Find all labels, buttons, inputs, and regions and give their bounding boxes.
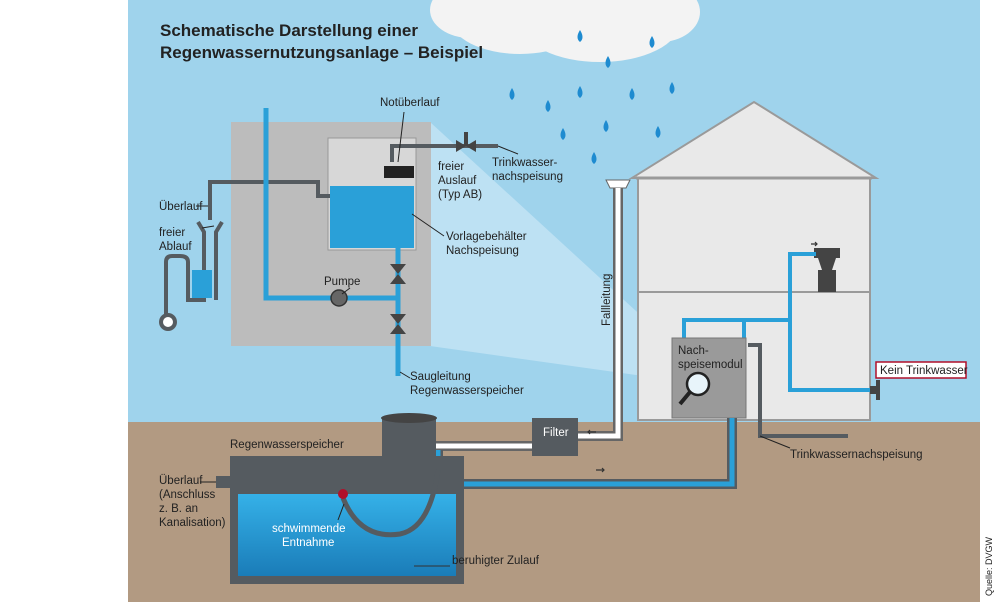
flow-arrow xyxy=(596,467,605,473)
floating-intake-hose xyxy=(340,469,441,538)
label-ueberlauf-bottom-4: Kanalisation) xyxy=(159,517,226,529)
label-ueberlauf-bottom-3: z. B. an xyxy=(159,503,198,515)
label-schwimmende-1: schwimmende xyxy=(272,523,346,535)
kein-trinkwasser-badge xyxy=(875,361,967,379)
air-gap-outlet xyxy=(384,166,414,178)
fallleitung-pipe xyxy=(576,179,631,441)
detail-box xyxy=(231,122,431,346)
nachspeisemodul-box xyxy=(671,337,747,419)
flow-arrow xyxy=(811,241,818,247)
pump-icon xyxy=(330,289,348,307)
label-freier-ablauf-1: freier xyxy=(159,227,185,239)
magnifier-icon xyxy=(678,371,711,406)
title-line-2: Regenwassernutzungsanlage – Beispiel xyxy=(160,43,483,62)
label-beruhigter-zulauf: beruhigter Zulauf xyxy=(452,555,540,567)
overflow-pipe xyxy=(208,180,330,220)
top-valve-icon xyxy=(456,132,476,152)
title-line-1: Schematische Darstellung einer xyxy=(160,21,418,40)
leader-lines xyxy=(196,111,791,521)
label-nachspeisemodul-1: Nach- xyxy=(678,345,709,357)
label-quelle: Quelle: DVGW xyxy=(984,536,994,596)
free-outlet-trap xyxy=(159,220,224,331)
filter-box xyxy=(532,418,578,456)
label-freier-auslauf-2: Auslauf xyxy=(438,175,477,187)
raindrop-icons xyxy=(509,30,675,164)
label-ueberlauf-bottom-1: Überlauf xyxy=(159,475,203,487)
label-vorlagebehaelter-2: Nachspeisung xyxy=(446,245,519,257)
label-nachspeisemodul-2: speisemodul xyxy=(678,359,743,371)
label-ueberlauf-top: Überlauf xyxy=(159,201,203,213)
label-trinkwasser-2: nachspeisung xyxy=(492,171,563,183)
label-freier-auslauf-1: freier xyxy=(438,161,464,173)
label-kein-trinkwasser: Kein Trinkwasser xyxy=(880,365,968,377)
label-vorlagebehaelter-1: Vorlagebehälter xyxy=(446,231,527,243)
cloud-shape xyxy=(430,0,700,62)
label-saugleitung-1: Saugleitung xyxy=(410,371,471,383)
float-ball-icon xyxy=(338,489,348,499)
label-ueberlauf-bottom-2: (Anschluss xyxy=(159,489,215,501)
flow-arrow xyxy=(587,429,596,435)
label-trinkwasser-1: Trinkwasser- xyxy=(492,157,558,169)
label-fallleitung: Fallleitung xyxy=(601,274,613,326)
label-schwimmende-2: Entnahme xyxy=(282,537,334,549)
label-saugleitung-2: Regenwasserspeicher xyxy=(410,385,524,397)
service-water-pipes xyxy=(682,252,874,392)
detail-view-cone xyxy=(430,122,672,380)
label-filter: Filter xyxy=(543,427,569,439)
potable-water-pipe xyxy=(748,343,848,438)
tap-icon xyxy=(870,380,880,400)
label-notueberlauf: Notüberlauf xyxy=(380,97,440,109)
valve-icons xyxy=(390,264,406,334)
label-freier-auslauf-3: (Typ AB) xyxy=(438,189,482,201)
toilet-icon xyxy=(814,248,840,292)
label-pumpe: Pumpe xyxy=(324,276,360,288)
label-freier-ablauf-2: Ablauf xyxy=(159,241,192,253)
label-regenwasserspeicher: Regenwasserspeicher xyxy=(230,439,344,451)
label-trinkwassernachspeisung: Trinkwassernachspeisung xyxy=(790,449,923,461)
